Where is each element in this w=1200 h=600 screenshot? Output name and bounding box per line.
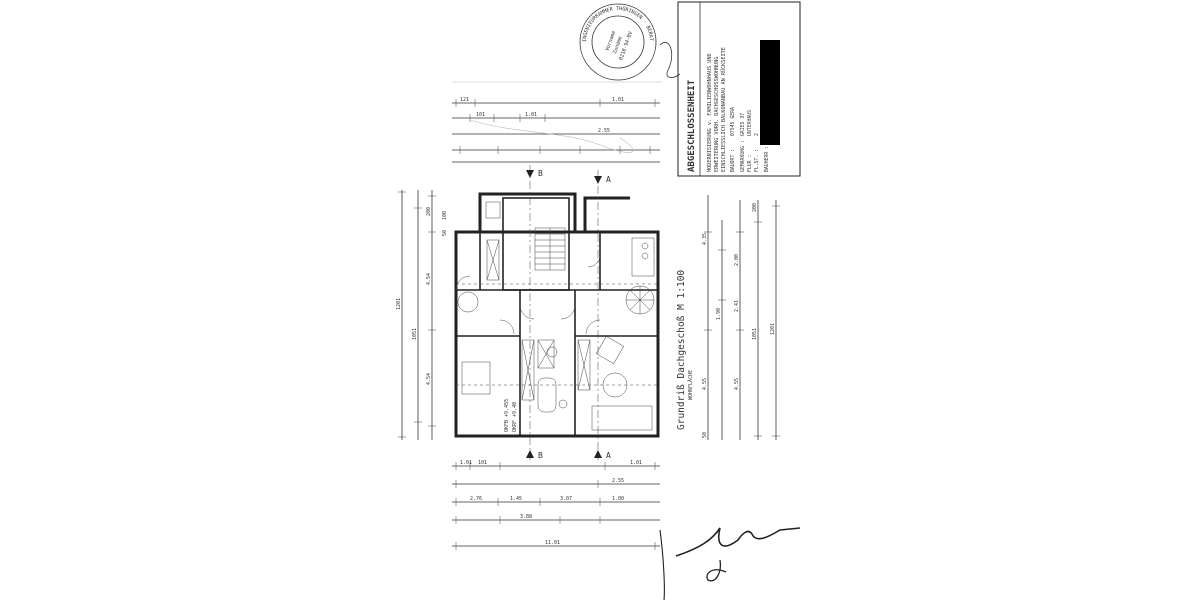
plan-title-group: Grundriß Dachgeschoß M 1:100: [676, 270, 687, 430]
bed-2: [461, 361, 491, 395]
bottom-dim-10: 11.01: [545, 540, 560, 546]
bauort-value: 07545 GERA: [730, 107, 736, 136]
right-dim-9: 2.41: [734, 300, 740, 312]
flst-label: FL.ST. :: [754, 149, 760, 172]
stamp-signature-scribble: [659, 42, 681, 78]
right-dim-5: 4.55: [734, 378, 740, 390]
level-okrf: OKRF +9.40: [512, 402, 518, 432]
left-dim-3: 200: [426, 207, 432, 216]
section-mark-b-bottom: B: [538, 451, 543, 460]
handwritten-signature: [659, 527, 801, 600]
kitchen-counter: [631, 237, 655, 277]
table: [595, 335, 625, 365]
top-dim-4: 1.01: [525, 112, 537, 118]
left-dim-2: 1051: [412, 328, 418, 340]
right-dim-6: 50: [702, 432, 708, 438]
project-line-2: ERWEITERUNG VORH. DACHGESCHOSSWOHNUNG: [714, 56, 720, 172]
right-dim-1: 1201: [770, 323, 776, 335]
shower: [485, 201, 501, 219]
right-dim-2: 1051: [752, 328, 758, 340]
right-dim-4: 4.55: [702, 378, 708, 390]
wash-basin: [546, 346, 558, 358]
bauort-label: BAUORT :: [730, 149, 736, 172]
bottom-dim-1: 1.01: [460, 460, 472, 466]
door-swings: [455, 254, 601, 335]
bottom-dimension-chains: 1.01 101 2.55 1.01 2.76 1.45 3.07 1.00 3…: [452, 460, 660, 550]
flur-label: FLUR :: [747, 155, 753, 172]
gemarkung-label: GEMARKUNG :: [740, 140, 746, 172]
top-dim-2: 1.01: [612, 97, 624, 103]
left-dimension-chains: 1201 1051 200 4.54 4.54 50 100: [396, 190, 448, 440]
stair-treads: [534, 227, 566, 271]
bathtub: [537, 377, 557, 413]
right-dim-8: 1.90: [716, 308, 722, 320]
bottom-dim-6: 1.45: [510, 496, 522, 502]
top-dim-3: 101: [476, 112, 485, 118]
right-dimension-chains: 1201 1051 200 4.55 4.55 50 2.00 1.90 2.4…: [702, 195, 780, 440]
section-mark-a-top: A: [606, 175, 611, 184]
plan-subtitle: WOHNFLÄCHE: [687, 370, 694, 400]
top-dimension-chains: 121 1.01 101 1.01 2.55: [452, 81, 662, 163]
bauherr-label: BAUHERR :: [764, 146, 770, 172]
bottom-dim-5: 2.76: [470, 496, 482, 502]
top-dim-1: 121: [460, 97, 469, 103]
flur-value: UNTERHAUS: [747, 110, 753, 136]
gemarkung-value: GRIES 37: [740, 113, 746, 136]
right-dim-3: 200: [752, 203, 758, 212]
bed: [591, 405, 653, 431]
bottom-dim-9: 3.88: [520, 514, 532, 520]
bottom-dim-3: 2.55: [612, 478, 624, 484]
wardrobes: [486, 239, 591, 401]
round-table: [457, 291, 479, 313]
project-line-1: MODERNISIERUNG v. FAMILIENWOHNHAUS UND: [707, 53, 713, 172]
toilet: [558, 399, 568, 409]
right-dim-10: 4.35: [702, 233, 708, 245]
bottom-dim-8: 1.00: [612, 496, 624, 502]
right-dim-7: 2.00: [734, 254, 740, 266]
section-mark-b-top: B: [538, 169, 543, 178]
floor-plan: B A B A OKFB +9.455 OKRF +9.40: [454, 165, 660, 460]
left-dim-6: 50: [442, 230, 448, 236]
engineer-stamp: INGENIEURKAMMER THÜRINGEN · BERATENDE IN…: [579, 3, 657, 81]
level-okfb: OKFB +9.455: [504, 399, 510, 432]
plan-title: Grundriß Dachgeschoß M 1:100: [676, 270, 687, 430]
left-dim-4: 4.54: [426, 273, 432, 285]
flst-value: 2: [754, 133, 760, 136]
left-dim-7: 100: [442, 211, 448, 220]
bottom-dim-2: 101: [478, 460, 487, 466]
title-block-heading: ABGESCHLOSSENHEIT: [687, 79, 697, 172]
left-dim-1: 1201: [396, 298, 402, 310]
stamp-line-2: Zuname: [612, 36, 624, 55]
top-dim-5: 2.55: [598, 128, 610, 134]
bottom-dim-7: 3.07: [560, 496, 572, 502]
project-line-3: EINSCHLIESSLICH BALKONANBAU AN RÜCKSEITE: [720, 47, 727, 172]
left-dim-5: 4.54: [426, 373, 432, 385]
bottom-dim-4: 1.01: [630, 460, 642, 466]
bauherr-redaction-bar: [760, 40, 780, 145]
section-mark-a-bottom: A: [606, 451, 611, 460]
title-block: ABGESCHLOSSENHEIT MODERNISIERUNG v. FAMI…: [677, 1, 801, 177]
